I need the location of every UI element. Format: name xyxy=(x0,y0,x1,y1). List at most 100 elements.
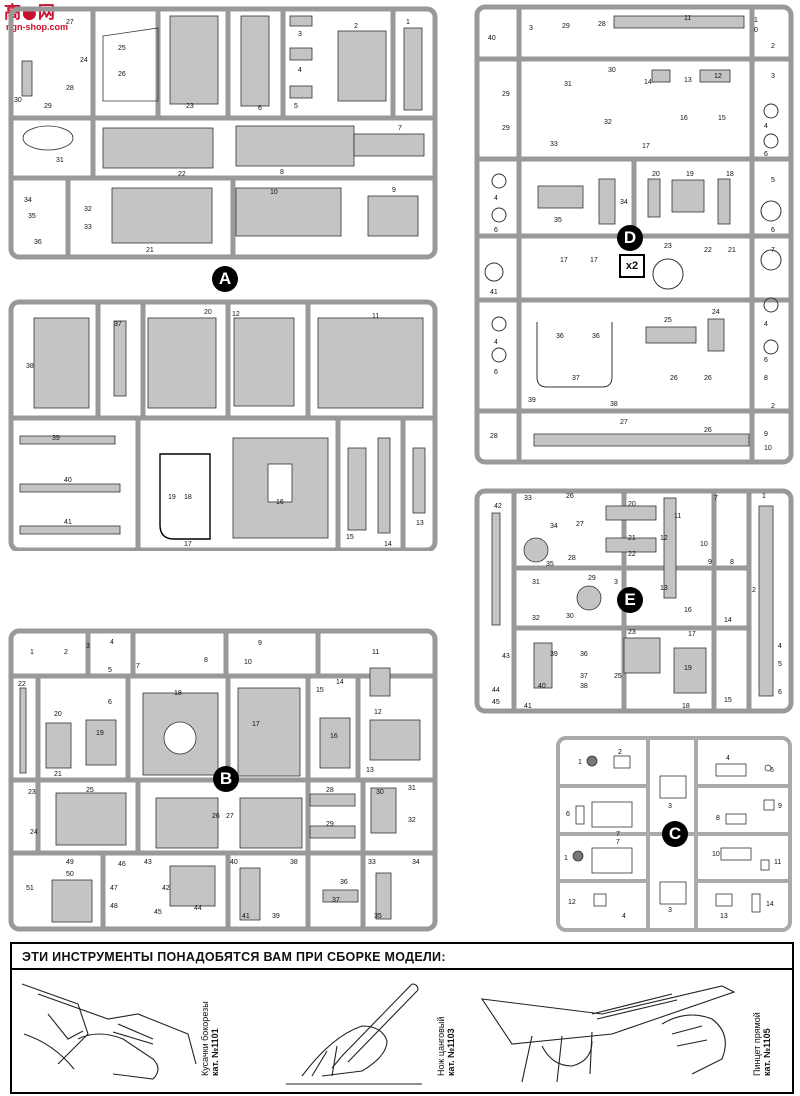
part-number: 14 xyxy=(336,679,344,686)
part-number: 25 xyxy=(614,673,622,680)
part-number: 3 xyxy=(771,73,775,80)
part-number: 48 xyxy=(110,903,118,910)
part-number: 28 xyxy=(326,787,334,794)
part-number: 25 xyxy=(86,787,94,794)
tool-1-cat: кат. №1101 xyxy=(210,1028,220,1076)
part-number: 27 xyxy=(66,19,74,26)
part-number: 34 xyxy=(620,199,628,206)
part-number: 32 xyxy=(532,615,540,622)
part-number: 21 xyxy=(146,247,154,254)
sprue-a-part-numbers: 27 25 24 26 28 30 29 23 6 3 4 5 2 1 31 2… xyxy=(14,19,424,548)
part-number: 22 xyxy=(628,551,636,558)
part-number: 20 xyxy=(54,711,62,718)
part-number: 20 xyxy=(204,309,212,316)
hobby-knife-illustration xyxy=(286,983,422,1085)
part-number: 11 xyxy=(674,513,681,520)
part-number: 4 xyxy=(494,195,498,202)
part-number: 8 xyxy=(204,657,208,664)
part-number: 30 xyxy=(14,97,22,104)
part-number: 6 xyxy=(771,227,775,234)
part-number: 36 xyxy=(34,239,42,246)
part-number: 38 xyxy=(610,401,618,408)
part-number: 24 xyxy=(80,57,88,64)
part-number: 29 xyxy=(502,125,510,132)
part-number: 4 xyxy=(764,123,768,130)
tool-2-caption: Нож цанговый кат. №1103 xyxy=(436,1017,456,1076)
part-number: 24 xyxy=(30,829,38,836)
part-number: 17 xyxy=(590,257,598,264)
part-number: 25 xyxy=(664,317,672,324)
part-number: 19 xyxy=(168,494,176,501)
part-number: 14 xyxy=(766,901,774,908)
part-number: 49 xyxy=(66,859,74,866)
part-number: 7 xyxy=(136,663,140,670)
tools-divider xyxy=(12,968,792,970)
part-number: 4 xyxy=(622,913,626,920)
part-number: 40 xyxy=(64,477,72,484)
part-number: 21 xyxy=(54,771,62,778)
sprue-a-drawing: 27 25 24 26 28 30 29 23 6 3 4 5 2 1 31 2… xyxy=(8,6,438,551)
part-number: 1 xyxy=(754,17,758,24)
part-number: 36 xyxy=(580,651,588,658)
part-number: 29 xyxy=(588,575,596,582)
tool-3-caption: Пинцет прямой кат. №1105 xyxy=(752,1012,772,1076)
part-number: 44 xyxy=(492,687,500,694)
part-number: 19 xyxy=(96,730,104,737)
part-number: 2 xyxy=(618,749,622,756)
part-number: 23 xyxy=(664,243,672,250)
part-number: 9 xyxy=(764,431,768,438)
part-number: 32 xyxy=(84,206,92,213)
part-number: 30 xyxy=(608,67,616,74)
part-number: 28 xyxy=(598,21,606,28)
part-number: 39 xyxy=(528,397,536,404)
part-number: 22 xyxy=(704,247,712,254)
part-number: 18 xyxy=(726,171,734,178)
tool-3-cat: кат. №1105 xyxy=(762,1028,772,1076)
part-number: 21 xyxy=(728,247,736,254)
part-number: 35 xyxy=(554,217,562,224)
part-number: 12 xyxy=(232,311,240,318)
part-number: 34 xyxy=(550,523,558,530)
part-number: 7 xyxy=(714,495,718,502)
part-number: 35 xyxy=(546,561,554,568)
part-number: 12 xyxy=(568,899,576,906)
part-number: 17 xyxy=(642,143,650,150)
part-number: 23 xyxy=(28,789,36,796)
part-number: 24 xyxy=(712,309,720,316)
part-number: 9 xyxy=(392,187,396,194)
part-number: 13 xyxy=(416,520,424,527)
tool-2-cat: кат. №1103 xyxy=(446,1028,456,1076)
part-number: 3 xyxy=(668,803,672,810)
part-number: 1 xyxy=(564,855,568,862)
part-number: 29 xyxy=(502,91,510,98)
part-number: 32 xyxy=(408,817,416,824)
part-number: 17 xyxy=(184,541,192,548)
part-number: 41 xyxy=(64,519,72,526)
part-number: 15 xyxy=(718,115,726,122)
sprue-b: 1 2 3 4 5 6 7 8 9 10 11 22 20 21 19 18 1… xyxy=(8,628,438,933)
part-number: 8 xyxy=(716,815,720,822)
sprue-b-drawing: 1 2 3 4 5 6 7 8 9 10 11 22 20 21 19 18 1… xyxy=(8,628,438,932)
part-number: 30 xyxy=(376,789,384,796)
part-number: 33 xyxy=(368,859,376,866)
tool-1-caption: Кусачки бокорезы кат. №1101 xyxy=(200,1001,220,1076)
tool-2-name: Нож цанговый xyxy=(436,1016,446,1076)
sprue-c-letter: C xyxy=(662,821,688,847)
sprue-d: 40 3 29 28 11 1 0 2 29 31 30 14 13 12 3 … xyxy=(474,4,794,466)
part-number: 27 xyxy=(226,813,234,820)
part-number: 2 xyxy=(752,587,756,594)
part-number: 40 xyxy=(538,683,546,690)
part-number: 40 xyxy=(230,859,238,866)
tools-title: ЭТИ ИНСТРУМЕНТЫ ПОНАДОБЯТСЯ ВАМ ПРИ СБОР… xyxy=(22,950,446,964)
part-number: 20 xyxy=(628,501,636,508)
part-number: 50 xyxy=(66,871,74,878)
part-number: 6 xyxy=(764,357,768,364)
part-number: 15 xyxy=(724,697,732,704)
part-number: 31 xyxy=(532,579,540,586)
part-number: 6 xyxy=(764,151,768,158)
part-number: 41 xyxy=(242,913,250,920)
part-number: 10 xyxy=(712,851,720,858)
part-number: 44 xyxy=(194,905,202,912)
part-number: 26 xyxy=(704,427,712,434)
part-number: 3 xyxy=(298,31,302,38)
